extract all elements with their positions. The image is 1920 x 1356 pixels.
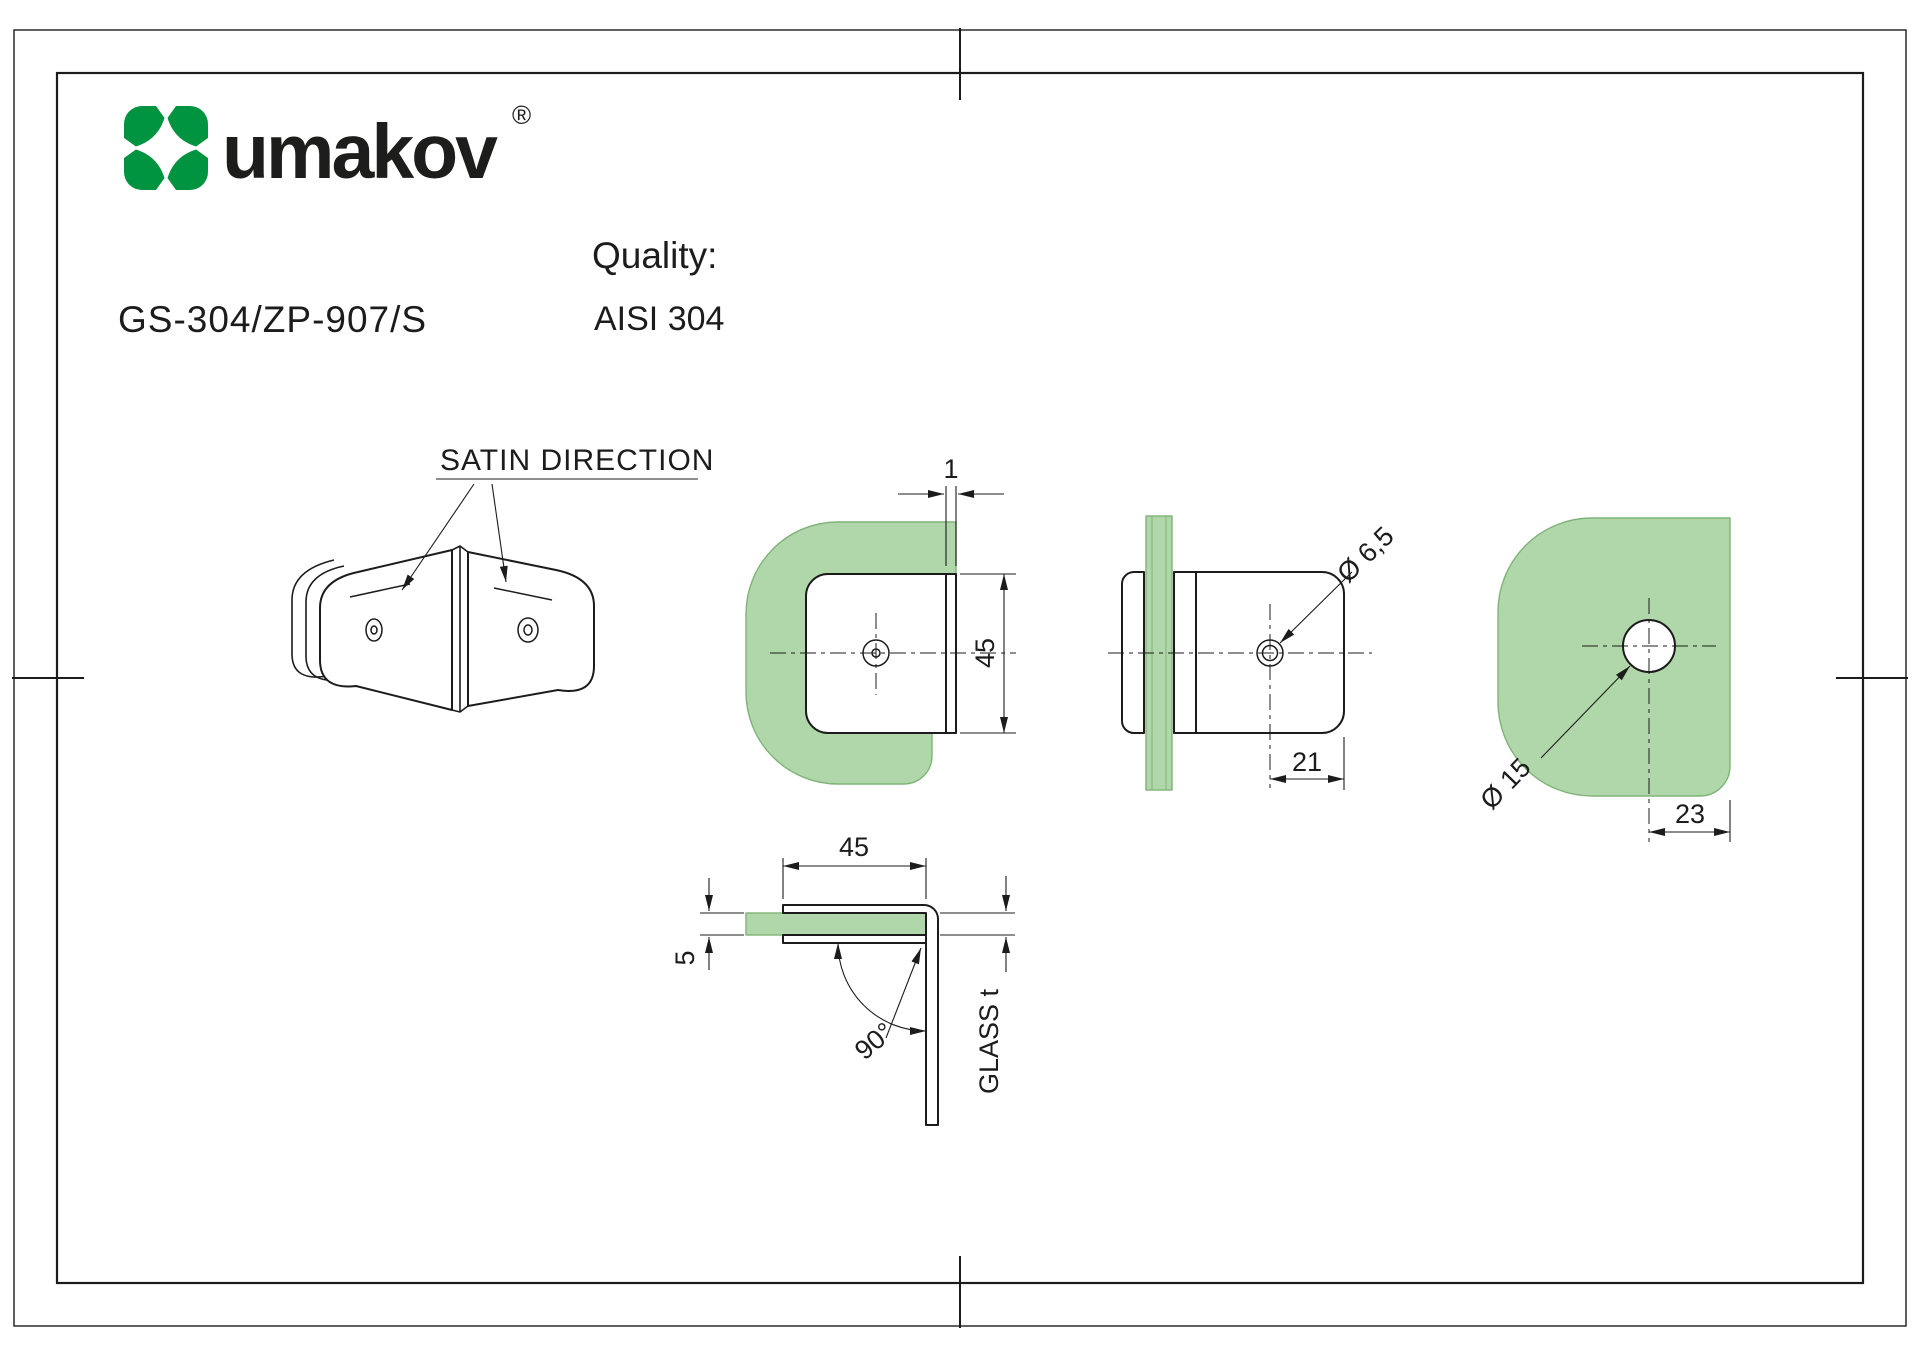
dimension-offset-23: 23 [1649, 799, 1731, 842]
screw-hole-right [517, 617, 539, 643]
dimension-width-45: 45 [782, 832, 927, 899]
registered-mark: ® [512, 100, 531, 130]
svg-text:Ø 6,5: Ø 6,5 [1331, 521, 1399, 588]
dimension-height-45: 45 [960, 573, 1016, 734]
dimension-thickness-1: 1 [898, 454, 1004, 566]
dimension-glass-t: GLASS t [940, 876, 1015, 1094]
satin-line-right [493, 587, 553, 601]
satin-arrow-right [491, 483, 508, 583]
satin-arrow-left [401, 483, 475, 591]
side-view: Ø 6,5 21 [1108, 515, 1400, 791]
svg-text:21: 21 [1292, 747, 1322, 777]
svg-text:45: 45 [970, 638, 1000, 668]
part-number: GS-304/ZP-907/S [118, 299, 427, 340]
screw-hole-left [365, 618, 383, 642]
front-view: 1 45 [745, 454, 1016, 785]
quality-value: AISI 304 [594, 300, 724, 338]
sheet-frame [12, 28, 1908, 1328]
dimension-angle-90: 90° [834, 942, 927, 1066]
bottom-view: 45 5 GLASS t 90° [670, 832, 1015, 1126]
panel-hole-view: Ø 15 23 [1474, 517, 1731, 842]
brand-logo: umakov ® [124, 100, 531, 195]
quality-label: Quality: [592, 235, 717, 276]
dimension-plate-5: 5 [670, 878, 744, 970]
glass-section [745, 912, 927, 936]
bent-plate-section [782, 904, 939, 1126]
brand-logo-icon [124, 106, 208, 190]
loose-plate-section [782, 934, 927, 944]
centering-marks [12, 28, 1908, 1328]
satin-direction-label: SATIN DIRECTION [440, 444, 714, 477]
svg-text:23: 23 [1675, 799, 1705, 829]
isometric-view: SATIN DIRECTION [291, 444, 714, 713]
svg-text:5: 5 [670, 950, 700, 965]
brand-name: umakov [222, 109, 498, 195]
glass-panel-holes [1497, 517, 1731, 797]
dimension-offset-21: 21 [1270, 737, 1345, 790]
svg-text:45: 45 [839, 832, 869, 862]
svg-text:1: 1 [943, 454, 958, 484]
satin-line-left [349, 583, 411, 598]
svg-text:GLASS t: GLASS t [974, 988, 1004, 1094]
